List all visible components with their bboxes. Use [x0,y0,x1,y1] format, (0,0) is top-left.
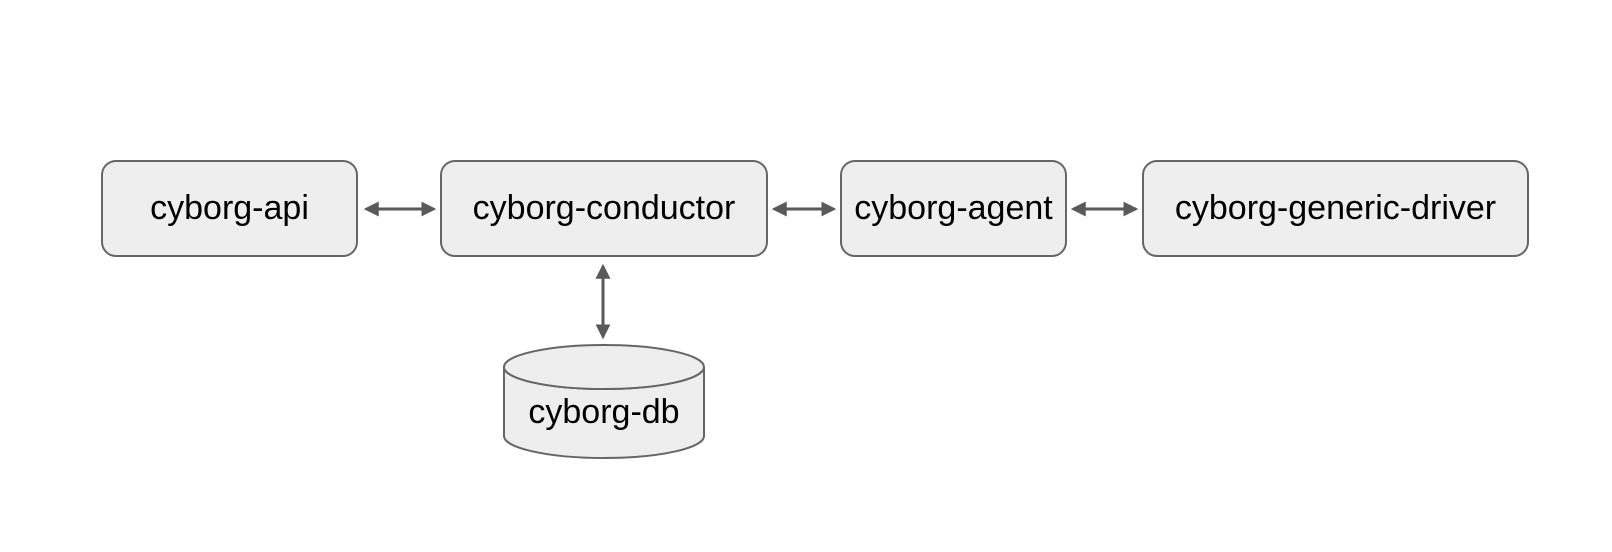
node-cyborg-api: cyborg-api [101,160,358,257]
node-cyborg-agent: cyborg-agent [840,160,1067,257]
node-cyborg-conductor: cyborg-conductor [440,160,768,257]
database-cylinder-icon [503,344,705,459]
node-cyborg-db: cyborg-db [503,343,705,460]
node-label-cyborg-conductor: cyborg-conductor [472,189,736,227]
node-cyborg-generic-driver: cyborg-generic-driver [1142,160,1529,257]
node-label-cyborg-db: cyborg-db [528,393,680,431]
node-label-cyborg-generic-driver: cyborg-generic-driver [1174,189,1497,227]
node-label-cyborg-api: cyborg-api [150,189,309,227]
node-label-cyborg-agent: cyborg-agent [854,189,1053,227]
